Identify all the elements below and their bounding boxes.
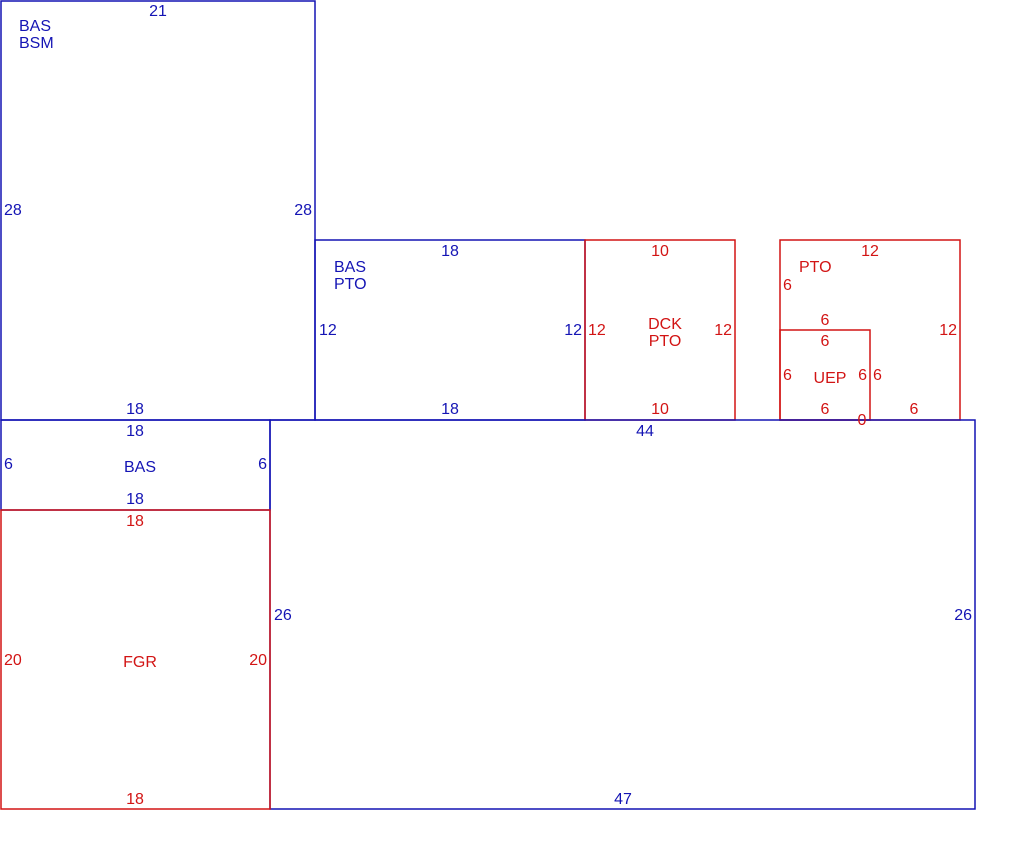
dimension-label: 47 — [614, 791, 632, 808]
dimension-label: 44 — [636, 423, 654, 440]
dimension-label: 6 — [258, 456, 267, 473]
room-bas-label: BAS — [124, 459, 156, 476]
dimension-label: 20 — [4, 652, 22, 669]
dimension-label: 12 — [564, 322, 582, 339]
room-pto-label: PTO — [799, 259, 832, 276]
dimension-label: 20 — [249, 652, 267, 669]
dimension-label: 12 — [861, 243, 879, 260]
dimension-label: 12 — [939, 322, 957, 339]
dimension-label: 12 — [588, 322, 606, 339]
dimension-label: 6 — [910, 401, 919, 418]
dimension-label: 6 — [821, 312, 830, 329]
dimension-label: 12 — [714, 322, 732, 339]
dimension-label: 6 — [873, 367, 882, 384]
room-bas-bsm-label-line2: BSM — [19, 35, 54, 52]
dimension-label: 6 — [858, 367, 867, 384]
dimension-label: 10 — [651, 401, 669, 418]
dimension-label: 6 — [783, 277, 792, 294]
room-fgr-outline — [0, 509, 271, 810]
dimension-label: 6 — [4, 456, 13, 473]
room-uep-label: UEP — [814, 370, 847, 387]
dimension-label: 6 — [783, 367, 792, 384]
dimension-label: 6 — [821, 333, 830, 350]
dimension-label: 18 — [126, 423, 144, 440]
room-large-outline — [269, 419, 976, 810]
dimension-label: 6 — [821, 401, 830, 418]
dimension-label: 12 — [319, 322, 337, 339]
room-dck-pto-label-line2: PTO — [649, 333, 682, 350]
room-bas-pto-label-line1: BAS — [334, 259, 366, 276]
dimension-label: 18 — [126, 401, 144, 418]
dimension-label: 26 — [274, 607, 292, 624]
room-bas-pto-label-line2: PTO — [334, 276, 367, 293]
dimension-label: 18 — [441, 401, 459, 418]
dimension-label: 26 — [954, 607, 972, 624]
dimension-label: 18 — [126, 791, 144, 808]
dimension-label: 10 — [651, 243, 669, 260]
dimension-label: 28 — [4, 202, 22, 219]
dimension-label: 21 — [149, 3, 167, 20]
dimension-label: 18 — [126, 491, 144, 508]
dimension-label: 18 — [441, 243, 459, 260]
room-dck-pto-label-line1: DCK — [648, 316, 682, 333]
room-bas-bsm-outline — [0, 0, 316, 421]
dimension-label: 0 — [858, 412, 867, 429]
dimension-label: 28 — [294, 202, 312, 219]
dimension-label: 18 — [126, 513, 144, 530]
room-fgr-label: FGR — [123, 654, 157, 671]
room-bas-bsm-label-line1: BAS — [19, 18, 51, 35]
